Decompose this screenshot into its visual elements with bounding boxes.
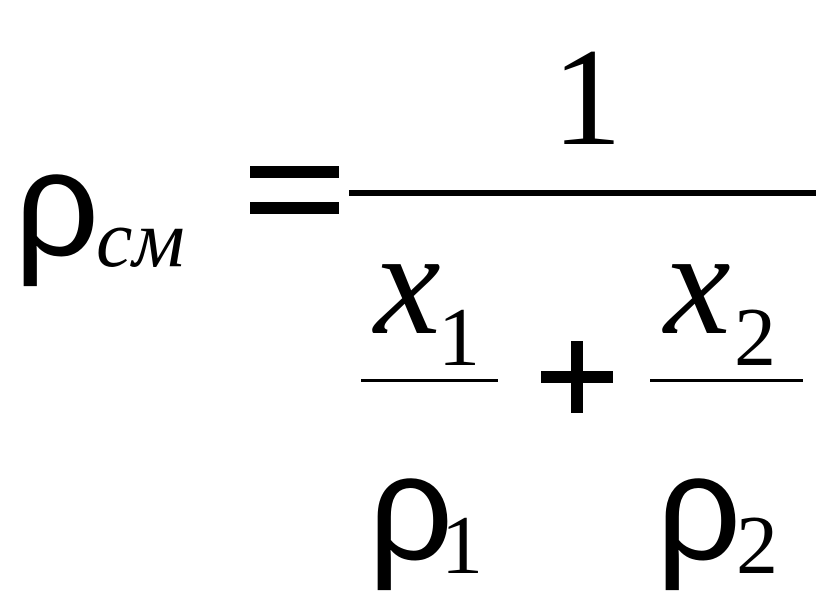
main-fraction-bar	[349, 190, 816, 196]
term1-numerator-sub: 1	[438, 291, 480, 384]
term1-numerator-var: x	[374, 200, 441, 366]
equals-bar-bottom	[250, 202, 339, 214]
term2-denominator-rho: ρ	[656, 423, 742, 591]
equals-bar-top	[250, 166, 339, 178]
plus-bar-vertical	[571, 341, 583, 413]
term1-denominator-rho: ρ	[368, 423, 454, 591]
term1-fraction-bar	[361, 379, 498, 382]
term2-numerator-sub: 2	[734, 291, 776, 384]
term2-numerator-var: x	[664, 200, 731, 366]
term1-denominator-sub: 1	[441, 499, 483, 592]
main-numerator: 1	[552, 20, 622, 175]
term2-fraction-bar	[650, 379, 803, 382]
lhs-subscript: см	[96, 193, 185, 284]
term2-denominator-sub: 2	[736, 499, 778, 592]
lhs-rho-symbol: ρ	[14, 119, 100, 287]
